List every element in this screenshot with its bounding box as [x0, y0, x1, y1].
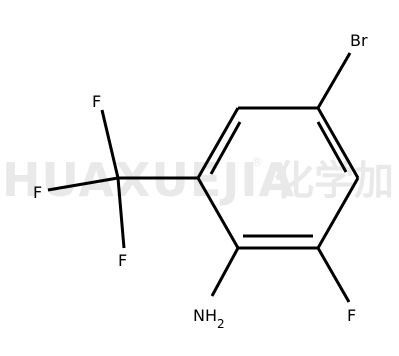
- ring-bond-c2-c3: [316, 107, 360, 179]
- watermark-cjk-text: 化学加: [274, 158, 394, 204]
- bond-cf3-f-top: [100, 109, 120, 179]
- bond-c2-br: [316, 52, 352, 109]
- ring-double-bond-c1-c6: [209, 121, 242, 175]
- ring-bond-c3-c4: [316, 177, 360, 249]
- atom-label-bromine: Br: [350, 31, 368, 50]
- bond-c4-f: [316, 247, 351, 303]
- atom-label-fluorine-ring: F: [347, 306, 356, 325]
- watermark: HUAXUEJIA ® 化学加: [2, 153, 394, 207]
- watermark-latin-text: HUAXUEJIA: [2, 153, 295, 207]
- atom-label-amine: NH: [193, 306, 217, 325]
- atom-label-amine-subscript: 2: [217, 317, 225, 331]
- atom-label-fluorine-top: F: [92, 92, 101, 111]
- benzene-ring: [196, 106, 360, 250]
- bond-cf3-f-bottom: [116, 177, 126, 249]
- ring-double-bond-c2-c3: [316, 121, 348, 173]
- atom-label-fluorine-left: F: [33, 183, 42, 202]
- ring-bond-c5-c6: [196, 177, 240, 249]
- atom-label-fluorine-bottom: F: [118, 251, 127, 270]
- atom-labels: Br F F F F NH 2: [33, 31, 368, 331]
- bond-cf3-f-left: [47, 176, 119, 192]
- substituent-bonds: [47, 52, 352, 303]
- bond-c5-n: [210, 247, 240, 297]
- ring-bond-c6-c1: [196, 107, 240, 179]
- watermark-registered-mark: ®: [251, 155, 263, 169]
